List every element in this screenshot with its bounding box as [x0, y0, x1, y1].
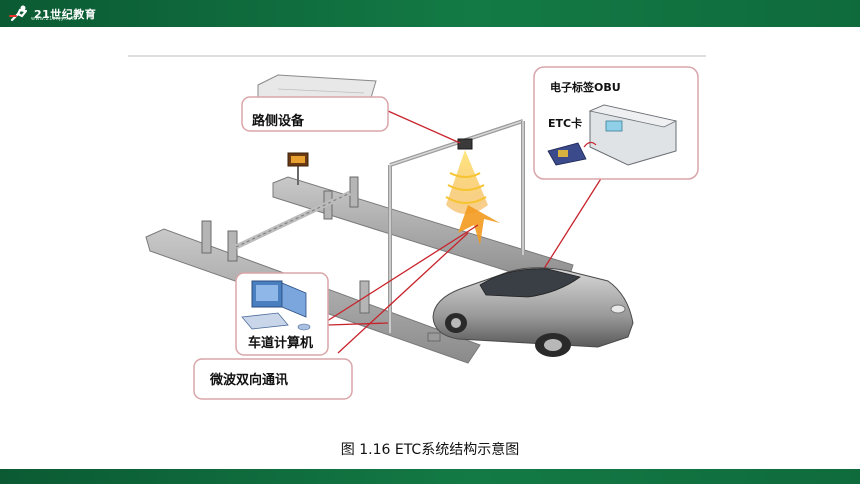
etc-system-diagram: 路侧设备 电子标签OBU ETC卡 车道计算机 微波双向通讯	[128, 55, 706, 403]
callout-obu: 电子标签OBU ETC卡	[533, 66, 699, 180]
figure-caption: 图 1.16 ETC系统结构示意图	[340, 442, 520, 458]
label-etc-card: ETC卡	[548, 116, 582, 130]
label-lane-computer: 车道计算机	[248, 335, 313, 351]
label-roadside-equipment: 路侧设备	[252, 113, 305, 129]
runner-logo-icon	[9, 5, 28, 21]
logo-subtext: www.21cnjy.com	[31, 16, 77, 22]
bottom-banner	[0, 469, 860, 484]
lane-sign	[287, 152, 309, 185]
label-microwave-communication: 微波双向通讯	[209, 372, 288, 388]
label-obu-tag: 电子标签OBU	[550, 80, 621, 94]
callout-lane-computer: 车道计算机	[235, 272, 329, 356]
brand-logo: 21世纪教育	[8, 3, 96, 24]
callout-microwave-communication: 微波双向通讯	[193, 358, 353, 400]
callout-roadside-equipment: 路侧设备	[241, 96, 389, 132]
communication-lines	[323, 110, 603, 354]
microwave-beam	[445, 150, 500, 245]
logo-text: 21世纪教育	[34, 7, 97, 21]
vehicle	[432, 267, 634, 357]
top-banner: 21世纪教育 www.21cnjy.com	[0, 0, 860, 27]
